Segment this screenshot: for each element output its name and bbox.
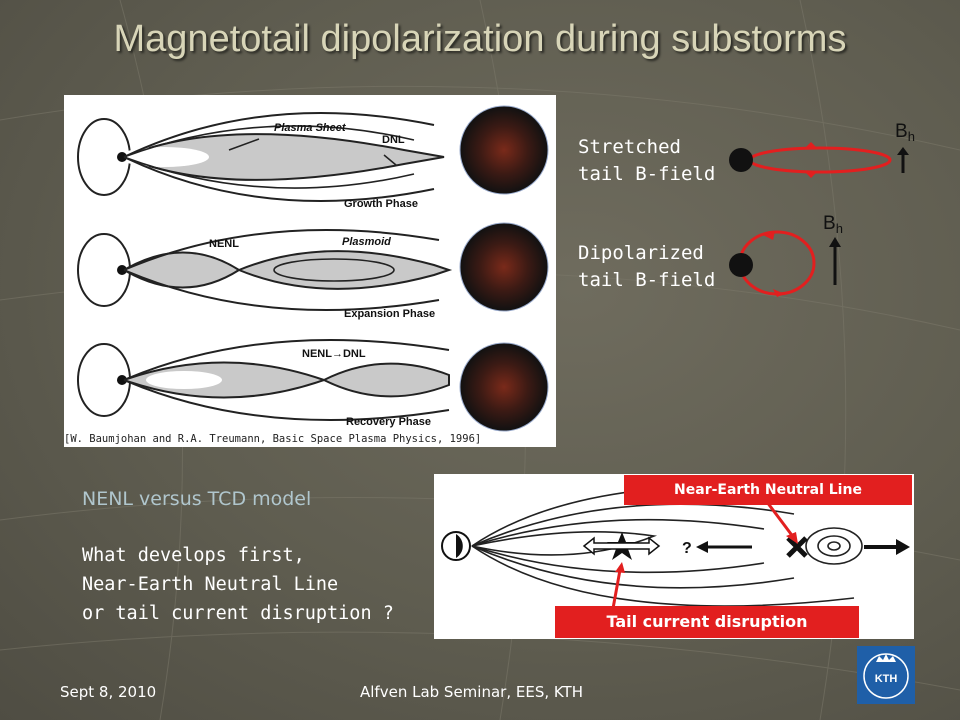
plasma-sheet-label: Plasma Sheet	[274, 122, 347, 134]
question-text: What develops first, Near-Earth Neutral …	[82, 545, 394, 624]
kth-logo-icon: KTH	[857, 646, 915, 704]
question-mark-label: ?	[682, 540, 692, 557]
dnl-label: DNL	[382, 134, 405, 146]
figure-citation: [W. Baumjohan and R.A. Treumann, Basic S…	[64, 433, 482, 445]
expansion-phase-panel: NENL Plasmoid Expansion Phase	[77, 222, 549, 320]
nenl-label: NENL	[209, 238, 239, 250]
plasmoid-label: Plasmoid	[342, 236, 391, 248]
nenl-callout: Near-Earth Neutral Line	[624, 475, 912, 505]
bh-symbol: Bh	[895, 121, 915, 144]
growth-phase-panel: Plasma Sheet DNL Growth Phase	[77, 105, 549, 210]
growth-phase-label: Growth Phase	[344, 198, 418, 210]
stretched-label: Stretched tail B-field	[578, 136, 716, 185]
bh-symbol-dipolarized: Bh	[823, 213, 843, 236]
dipolarized-field-diagram: Bh	[729, 213, 843, 297]
recovery-phase-label: Recovery Phase	[346, 416, 431, 428]
substorm-phases-figure: Plasma Sheet DNL Growth Phase NENL Plasm…	[64, 95, 556, 447]
tcd-callout: Tail current disruption	[555, 606, 859, 638]
footer-date: Sept 8, 2010	[60, 683, 157, 701]
footer-event: Alfven Lab Seminar, EES, KTH	[360, 683, 583, 701]
substorm-phases-diagram: Plasma Sheet DNL Growth Phase NENL Plasm…	[77, 105, 549, 432]
recovery-phase-panel: NENL→DNL Recovery Phase	[77, 339, 549, 432]
expansion-phase-label: Expansion Phase	[344, 308, 435, 320]
dipolarized-label: Dipolarized tail B-field	[578, 242, 716, 291]
question-title: NENL versus TCD model	[82, 488, 312, 510]
logo-text: KTH	[875, 673, 898, 685]
slide-title: Magnetotail dipolarization during substo…	[113, 18, 847, 60]
stretched-field-diagram: Bh	[729, 121, 915, 178]
nenl-dnl-label: NENL→DNL	[302, 348, 366, 360]
